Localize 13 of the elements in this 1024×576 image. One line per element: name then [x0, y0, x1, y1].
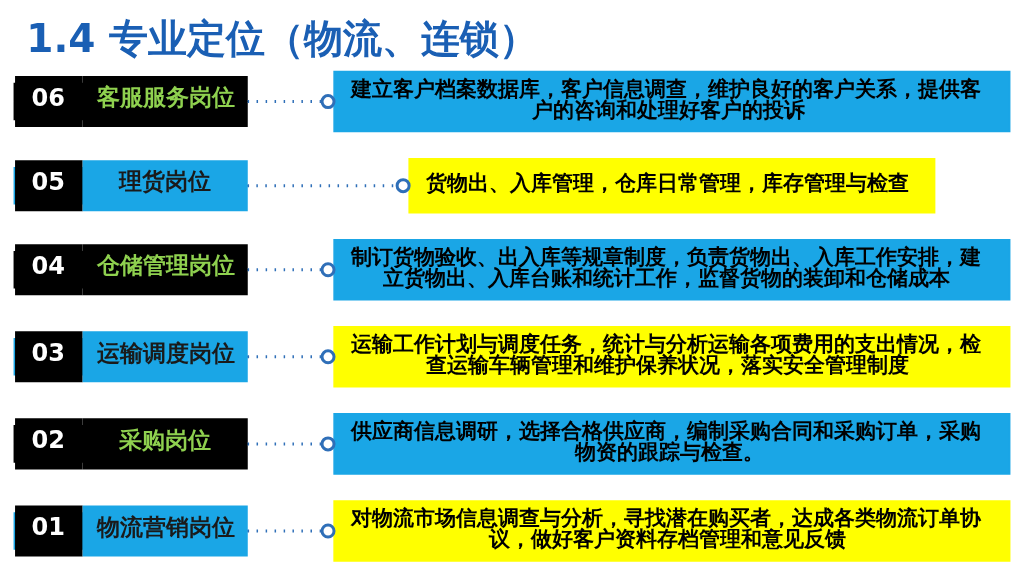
node-box: 建立客户档案数据库，客户信息调查，维护良好的客户关系，提供客户的咨询和处理好客户的投诉 [333, 70, 1011, 132]
connector [247, 435, 336, 451]
diagram-title: 1.4 专业定位（物流、连锁） [26, 15, 539, 61]
connector [247, 177, 411, 193]
node-box: 对物流市场信息调查与分析，寻找潜在购买者，达成各类物流订单协议，做好客户资料存档管理和意见反馈 [333, 499, 1011, 562]
node-box: 供应商信息调研，选择合格供应商，编制采购合同和采购订单，采购物资的跟踪与检查。 [333, 412, 1011, 475]
node-box: 货物出、入库管理，仓库日常管理，库存管理与检查 [408, 157, 936, 213]
connector [247, 348, 336, 364]
connector [247, 522, 336, 538]
connector [247, 261, 336, 277]
node-box: 制订货物验收、出入库等规章制度，负责货物出、入库工作安排，建立货物出、入库台账和统计工作，监督货物的装卸和仓储成本 [333, 238, 1011, 300]
connector [247, 93, 336, 109]
node-box: 运输工作计划与调度任务，统计与分析运输各项费用的支出情况，检查运输车辆管理和维护保养状况，落实安全管理制度 [333, 325, 1011, 388]
